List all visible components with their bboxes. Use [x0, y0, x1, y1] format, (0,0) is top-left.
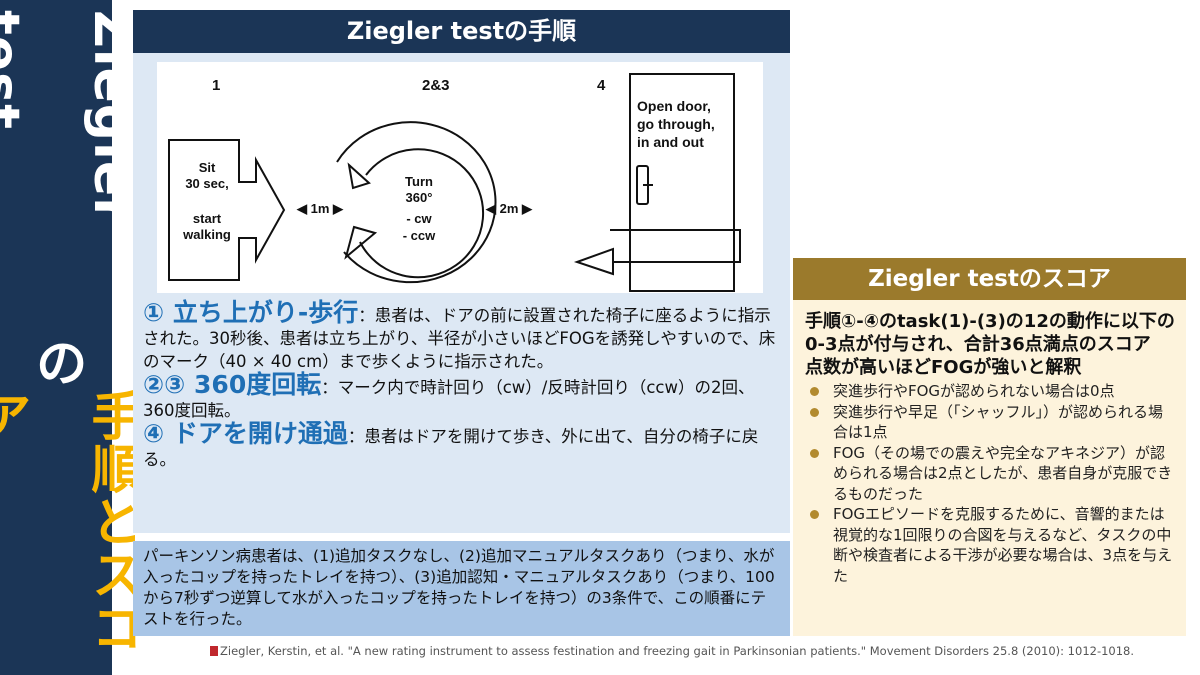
turn-line-2: 360°	[406, 190, 433, 205]
turn-line-4: - ccw	[403, 228, 436, 243]
distance-2m: ◀ 2m ▶	[485, 201, 533, 216]
step-4: ④ ドアを開け通過：患者はドアを開けて歩き、外に出て、自分の椅子に戻る。	[143, 419, 783, 471]
step-1-text: ：患者は、ドアの前に設置された椅子に座るように指示された。30秒後、患者は立ち上…	[143, 306, 776, 371]
turn-line-1: Turn	[405, 174, 433, 189]
citation: Ziegler, Kerstin, et al. "A new rating i…	[210, 644, 1134, 658]
door-line-2: go through,	[637, 116, 715, 132]
score-interpretation: 点数が高いほどFOGが強いと解釈	[805, 357, 1082, 378]
title-part-3: 手順とスコア	[0, 388, 142, 654]
score-lead-text: 手順①-④のtask(1)-(3)の12の動作に以下の0-3点が付与され、合計3…	[805, 311, 1175, 355]
rotation-arrows	[336, 121, 497, 284]
bullet-icon	[810, 407, 819, 417]
turn-line-3: - cw	[406, 211, 432, 226]
door-line-1: Open door,	[637, 98, 711, 114]
score-item-0: 突進歩行やFOGが認められない場合は0点	[805, 381, 1176, 402]
chair-arrow-shape	[168, 139, 286, 281]
step-23: ②③ 360度回転：マーク内で時計回り（cw）/反時計回り（ccw）の2回、36…	[143, 370, 783, 422]
citation-text: Ziegler, Kerstin, et al. "A new rating i…	[220, 644, 1135, 658]
score-item-text: FOG（その場での震えや完全なアキネジア）が認められる場合は2点としたが、患者自…	[833, 443, 1173, 503]
procedure-title: Ziegler testの手順	[133, 10, 790, 53]
diagram-label-23: 2&3	[422, 77, 450, 94]
door: Open door, go through, in and out	[573, 73, 741, 292]
procedure-diagram: 1 2&3 4 Sit 30 sec, start walking ◀ 1m ▶…	[157, 62, 763, 293]
score-item-2: FOG（その場での震えや完全なアキネジア）が認められる場合は2点としたが、患者自…	[805, 443, 1176, 505]
bullet-icon	[810, 510, 819, 519]
conditions-note: パーキンソン病患者は、(1)追加タスクなし、(2)追加マニュアルタスクあり（つま…	[133, 541, 790, 636]
step-4-heading: ④ ドアを開け通過	[143, 419, 348, 448]
sit-line-1: Sit	[199, 160, 216, 175]
score-list: 突進歩行やFOGが認められない場合は0点 突進歩行や早足（「シャッフル」）が認め…	[805, 381, 1176, 586]
step-1: ① 立ち上がり-歩行：患者は、ドアの前に設置された椅子に座るように指示された。3…	[143, 298, 783, 373]
step-1-heading: ① 立ち上がり-歩行	[143, 298, 359, 327]
book-icon	[210, 646, 218, 656]
score-panel: 手順①-④のtask(1)-(3)の12の動作に以下の0-3点が付与され、合計3…	[793, 300, 1186, 636]
score-item-text: 突進歩行や早足（「シャッフル」）が認められる場合は1点	[833, 402, 1164, 442]
procedure-panel: 1 2&3 4 Sit 30 sec, start walking ◀ 1m ▶…	[133, 53, 790, 533]
score-title: Ziegler testのスコア	[793, 258, 1186, 300]
diagram-label-1: 1	[212, 77, 220, 94]
step-23-text: ：マーク内で時計回り（cw）/反時計回り（ccw）の2回、360度回転。	[143, 378, 755, 420]
title-part-2: の	[26, 335, 86, 389]
score-item-text: FOGエピソードを克服するために、音響的または視覚的な1回限りの合図を与えるなど…	[833, 505, 1173, 585]
title-part-1: Ziegler test	[0, 10, 142, 224]
score-lead: 手順①-④のtask(1)-(3)の12の動作に以下の0-3点が付与され、合計3…	[805, 310, 1176, 379]
step-4-text: ：患者はドアを開けて歩き、外に出て、自分の椅子に戻る。	[143, 427, 759, 469]
score-item-text: 突進歩行やFOGが認められない場合は0点	[833, 382, 1115, 400]
vertical-title: Ziegler test の 手順とスコア	[0, 10, 142, 670]
bullet-icon	[810, 387, 819, 396]
sidebar: Ziegler test の 手順とスコア	[0, 0, 142, 675]
step-23-heading: ②③ 360度回転	[143, 370, 322, 399]
distance-1m: ◀ 1m ▶	[296, 201, 344, 216]
sit-line-2: 30 sec,	[185, 176, 228, 191]
sit-line-4: walking	[182, 227, 231, 242]
score-item-1: 突進歩行や早足（「シャッフル」）が認められる場合は1点	[805, 402, 1176, 443]
sit-line-3: start	[193, 211, 222, 226]
bullet-icon	[810, 448, 819, 458]
score-item-3: FOGエピソードを克服するために、音響的または視覚的な1回限りの合図を与えるなど…	[805, 504, 1176, 586]
door-line-3: in and out	[637, 134, 704, 150]
diagram-label-4: 4	[597, 77, 606, 94]
procedure-steps: ① 立ち上がり-歩行：患者は、ドアの前に設置された椅子に座るように指示された。3…	[143, 298, 783, 471]
